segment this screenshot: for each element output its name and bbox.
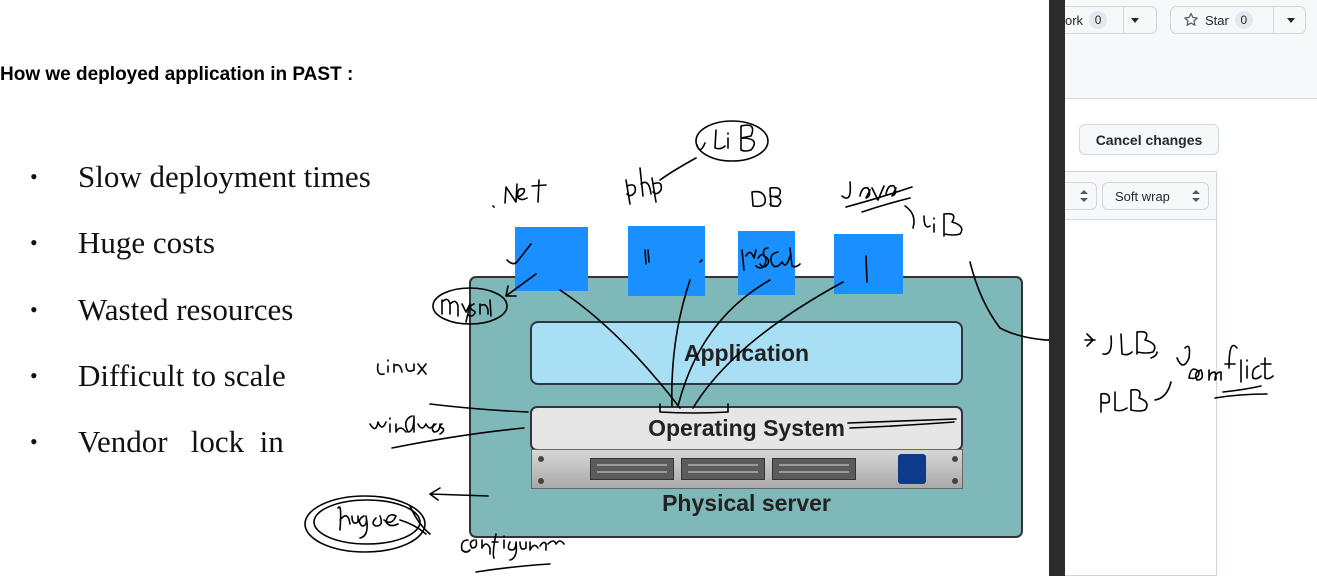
editor-toolbar: Soft wrap xyxy=(1065,172,1216,220)
chevron-down-icon[interactable] xyxy=(1131,18,1139,23)
github-panel: ork 0 Star 0 Cancel changes Soft wrap xyxy=(1065,0,1317,576)
bullet-item: •Difficult to scale xyxy=(30,357,286,393)
app-cube xyxy=(628,226,705,296)
fork-button[interactable]: ork 0 xyxy=(1065,6,1157,34)
star-count: 0 xyxy=(1234,11,1253,29)
star-label: Star xyxy=(1205,12,1229,28)
chevron-down-icon[interactable] xyxy=(1287,18,1295,23)
bullet-item: •Huge costs xyxy=(30,224,215,260)
bullet-item: •Wasted resources xyxy=(30,291,294,327)
physical-server-label: Physical server xyxy=(662,490,831,516)
select-arrows-icon xyxy=(1192,190,1200,202)
code-editor[interactable]: Soft wrap xyxy=(1065,171,1217,576)
star-button[interactable]: Star 0 xyxy=(1170,6,1306,34)
indent-select[interactable] xyxy=(1065,182,1097,210)
presentation-slide: How we deployed application in PAST : •S… xyxy=(0,64,1050,573)
repo-header: ork 0 Star 0 xyxy=(1065,0,1317,99)
server-rack-graphic xyxy=(531,449,963,489)
fork-count: 0 xyxy=(1089,11,1108,29)
handwritten-annotations-right xyxy=(1084,330,1274,413)
handwritten-annotations xyxy=(304,120,1050,573)
slide-title: How we deployed application in PAST : xyxy=(0,64,354,85)
app-cube xyxy=(738,231,795,295)
window-divider xyxy=(1049,0,1065,576)
star-icon xyxy=(1184,12,1198,26)
wrap-mode-select[interactable]: Soft wrap xyxy=(1102,182,1209,210)
bullet-item: •Vendor lock in xyxy=(30,423,284,459)
select-arrows-icon xyxy=(1080,190,1088,202)
fork-label: ork xyxy=(1065,12,1084,28)
bullet-item: •Slow deployment times xyxy=(30,158,371,194)
application-layer: Application xyxy=(530,321,963,385)
app-cube xyxy=(834,234,903,294)
cancel-changes-button[interactable]: Cancel changes xyxy=(1079,124,1219,155)
